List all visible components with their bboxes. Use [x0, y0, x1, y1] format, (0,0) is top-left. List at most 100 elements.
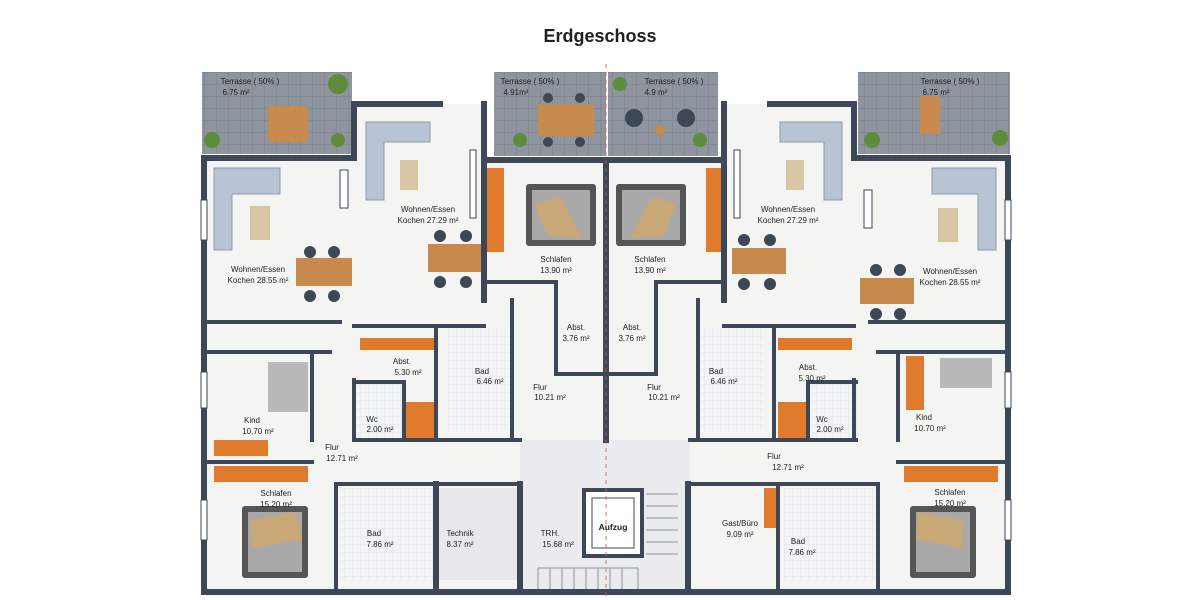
svg-text:Abst.: Abst. — [799, 363, 817, 372]
svg-text:6.75 m²: 6.75 m² — [922, 88, 949, 97]
room-label: Terrasse ( 50% ) 4.91m² — [501, 77, 560, 97]
floor-plan-title: Erdgeschoss — [543, 26, 657, 46]
svg-text:Terrasse ( 50% ): Terrasse ( 50% ) — [501, 77, 560, 86]
room-label: Schlafen 15.20 m² — [934, 488, 966, 508]
svg-text:6.46 m²: 6.46 m² — [476, 377, 503, 386]
svg-text:Schlafen: Schlafen — [934, 488, 965, 497]
room-label: Schlafen 13.90 m² — [634, 255, 666, 275]
svg-text:Abst.: Abst. — [623, 323, 641, 332]
svg-text:6.46 m²: 6.46 m² — [710, 377, 737, 386]
room-label: Bad 6.46 m² — [709, 367, 738, 386]
elevator — [582, 488, 644, 558]
svg-text:2.00 m²: 2.00 m² — [366, 425, 393, 434]
svg-text:Terrasse ( 50% ): Terrasse ( 50% ) — [221, 77, 280, 86]
room-label: Bad 7.86 m² — [366, 529, 393, 549]
svg-text:Abst.: Abst. — [567, 323, 585, 332]
beds — [242, 184, 992, 578]
room-label: Wc 2.00 m² — [816, 415, 844, 434]
svg-text:Flur: Flur — [325, 443, 339, 452]
room-label: Schlafen 15.20 m² — [260, 489, 292, 509]
windows — [200, 149, 1012, 541]
room-label: Technik 8.37 m² — [446, 529, 474, 549]
room-label: Abst. 5.30 m² — [798, 363, 825, 383]
svg-text:13.90 m²: 13.90 m² — [540, 266, 572, 275]
svg-text:Schlafen: Schlafen — [634, 255, 665, 264]
svg-text:Technik: Technik — [446, 529, 474, 538]
room-label: Wohnen/Essen Kochen 27.29 m² — [398, 205, 459, 225]
sofas — [213, 121, 997, 251]
svg-text:Bad: Bad — [791, 537, 805, 546]
svg-text:3.76 m²: 3.76 m² — [618, 334, 645, 343]
svg-text:5.30 m²: 5.30 m² — [394, 368, 421, 377]
room-label: Kind 10.70 m² — [242, 416, 274, 436]
svg-text:10.70 m²: 10.70 m² — [914, 424, 946, 433]
chairs — [304, 93, 906, 320]
svg-text:4.9 m²: 4.9 m² — [645, 88, 668, 97]
svg-text:5.30 m²: 5.30 m² — [798, 374, 825, 383]
svg-text:13.90 m²: 13.90 m² — [634, 266, 666, 275]
room-label: Wohnen/Essen Kochen 27.29 m² — [758, 205, 819, 225]
room-label: Flur 10.21 m² — [533, 383, 566, 402]
svg-text:Wohnen/Essen: Wohnen/Essen — [761, 205, 815, 214]
room-label: Abst. 3.76 m² — [618, 323, 645, 343]
svg-text:15.68 m²: 15.68 m² — [542, 540, 574, 549]
svg-text:Wohnen/Essen: Wohnen/Essen — [401, 205, 455, 214]
room-label: Flur 10.21 m² — [647, 383, 680, 402]
svg-text:Flur: Flur — [647, 383, 661, 392]
room-label: Wohnen/Essen Kochen 28.55 m² — [228, 265, 289, 285]
svg-text:Kochen 28.55 m²: Kochen 28.55 m² — [228, 276, 289, 285]
svg-text:Gast/Büro: Gast/Büro — [722, 519, 759, 528]
svg-text:Flur: Flur — [533, 383, 547, 392]
svg-text:8.37 m²: 8.37 m² — [446, 540, 473, 549]
svg-text:7.86 m²: 7.86 m² — [366, 540, 393, 549]
room-label: Abst. 5.30 m² — [393, 357, 422, 377]
plants — [204, 74, 1008, 148]
svg-text:15.20 m²: 15.20 m² — [934, 499, 966, 508]
svg-text:Wc: Wc — [366, 415, 378, 424]
room-label: Gast/Büro 9.09 m² — [722, 519, 759, 539]
svg-text:Flur: Flur — [767, 452, 781, 461]
room-label: Terrasse ( 50% ) 6.75 m² — [921, 77, 980, 97]
room-label: Flur 12.71 m² — [767, 452, 804, 472]
svg-text:Kochen 27.29 m²: Kochen 27.29 m² — [758, 216, 819, 225]
room-labels: Terrasse ( 50% ) 6.75 m² Terrasse ( 50% … — [221, 77, 981, 557]
svg-text:10.70 m²: 10.70 m² — [242, 427, 274, 436]
room-label: Abst. 3.76 m² — [562, 323, 589, 343]
svg-text:Kind: Kind — [244, 416, 260, 425]
svg-text:10.21 m²: 10.21 m² — [534, 393, 566, 402]
svg-text:Bad: Bad — [475, 367, 489, 376]
room-label: TRH. 15.68 m² — [541, 529, 574, 549]
svg-text:TRH.: TRH. — [541, 529, 560, 538]
room-label: Wohnen/Essen Kochen 28.55 m² — [920, 267, 981, 287]
svg-text:Terrasse ( 50% ): Terrasse ( 50% ) — [921, 77, 980, 86]
wardrobes — [214, 168, 998, 528]
svg-text:Bad: Bad — [367, 529, 381, 538]
svg-text:Schlafen: Schlafen — [260, 489, 291, 498]
svg-text:9.09 m²: 9.09 m² — [726, 530, 753, 539]
svg-text:10.21 m²: 10.21 m² — [648, 393, 680, 402]
svg-text:12.71 m²: 12.71 m² — [772, 463, 804, 472]
room-label: Schlafen 13.90 m² — [540, 255, 572, 275]
room-label: Flur 12.71 m² — [325, 443, 358, 463]
room-label: Bad 7.86 m² — [788, 537, 815, 557]
svg-text:Wohnen/Essen: Wohnen/Essen — [923, 267, 977, 276]
terraces — [202, 72, 1010, 156]
svg-text:2.00 m²: 2.00 m² — [816, 425, 843, 434]
svg-text:15.20 m²: 15.20 m² — [260, 500, 292, 509]
elevator-label: Aufzug — [599, 522, 628, 532]
svg-text:Schlafen: Schlafen — [540, 255, 571, 264]
svg-text:4.91m²: 4.91m² — [504, 88, 529, 97]
svg-text:12.71 m²: 12.71 m² — [326, 454, 358, 463]
svg-text:7.86 m²: 7.86 m² — [788, 548, 815, 557]
svg-text:Wohnen/Essen: Wohnen/Essen — [231, 265, 285, 274]
room-label: Terrasse ( 50% ) 4.9 m² — [645, 77, 704, 97]
svg-text:6.75 m²: 6.75 m² — [222, 88, 249, 97]
svg-text:Bad: Bad — [709, 367, 723, 376]
wet-rooms — [340, 330, 878, 580]
svg-text:Wc: Wc — [816, 415, 828, 424]
dining-tables — [250, 96, 958, 304]
svg-text:Kochen 28.55 m²: Kochen 28.55 m² — [920, 278, 981, 287]
room-label: Bad 6.46 m² — [475, 367, 504, 386]
room-label: Wc 2.00 m² — [366, 415, 394, 434]
